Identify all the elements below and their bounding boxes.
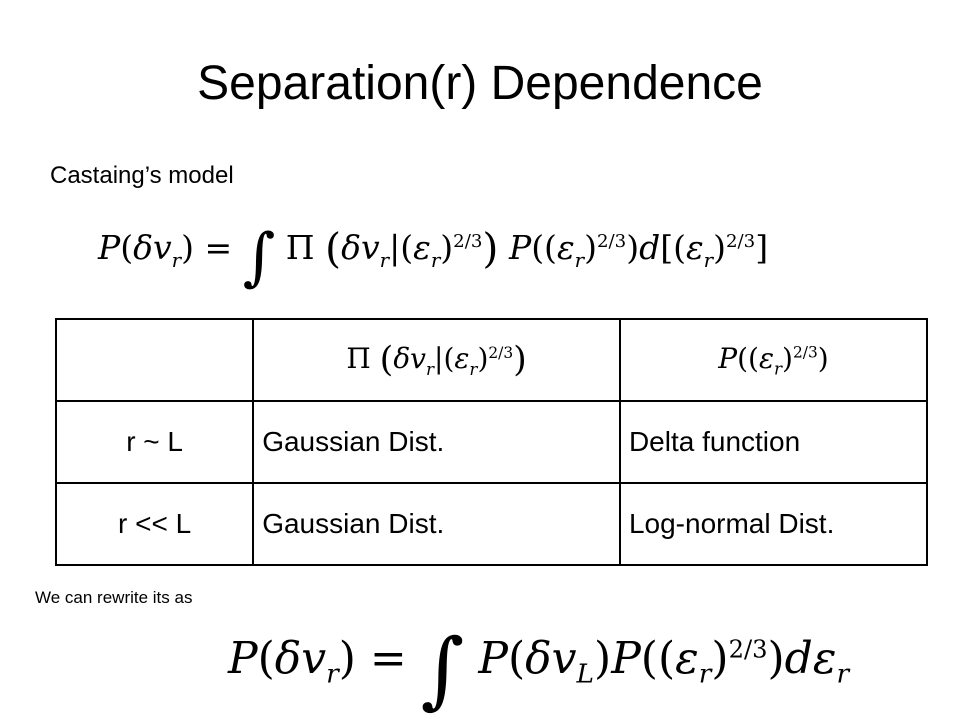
row-label: r ~ L <box>54 400 255 484</box>
rewrite-note: We can rewrite its as <box>35 588 193 607</box>
table-cell: Gaussian Dist. <box>252 482 621 566</box>
table-cell: Delta function <box>618 400 929 484</box>
model-label: Castaing’s model <box>50 162 234 189</box>
table-header-empty <box>54 318 255 402</box>
table-cell: Gaussian Dist. <box>252 400 621 484</box>
table-header-conditional-pdf: Π (δvr|(εr)2/3) <box>252 318 621 402</box>
distribution-table: Π (δvr|(εr)2/3) P((εr)2/3) r ~ L Gaussia… <box>54 318 929 566</box>
rewrite-equation: P(δvr) = ∫ P(δvL)P((εr)2/3)dεr <box>228 620 850 718</box>
table-header-energy-pdf: P((εr)2/3) <box>618 318 929 402</box>
table-cell: Log-normal Dist. <box>618 482 929 566</box>
table-row: r << L Gaussian Dist. Log-normal Dist. <box>54 482 929 566</box>
table-row: r ~ L Gaussian Dist. Delta function <box>54 400 929 484</box>
table-header-row: Π (δvr|(εr)2/3) P((εr)2/3) <box>54 318 929 402</box>
row-label: r << L <box>54 482 255 566</box>
slide-title: Separation(r) Dependence <box>197 57 763 110</box>
castaing-equation: P(δvr) = ∫ Π (δvr|(εr)2/3) P((εr)2/3)d[(… <box>98 220 769 293</box>
